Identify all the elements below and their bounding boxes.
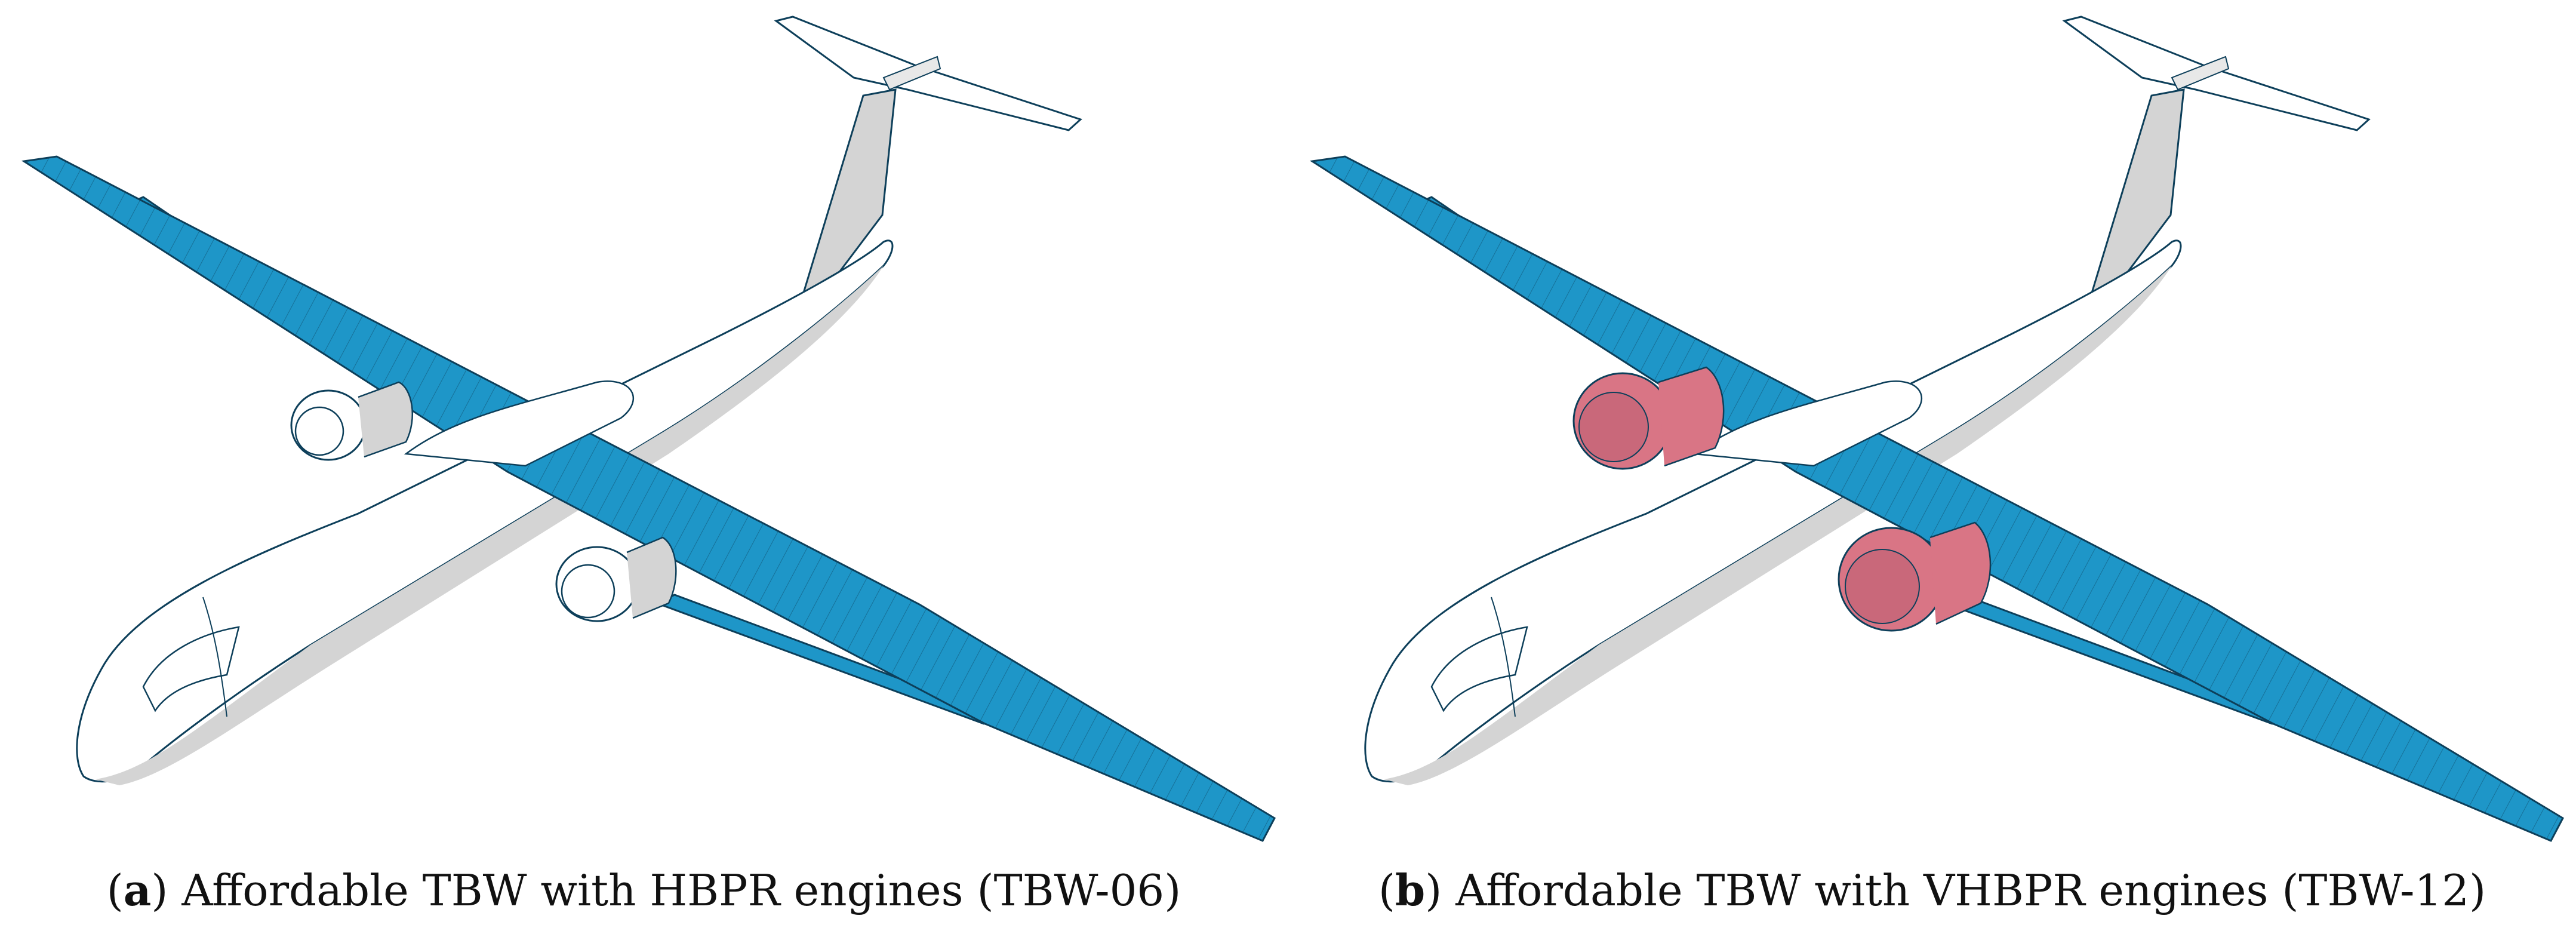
- fuselage-frame-line: [1491, 597, 1516, 717]
- engine-right: [555, 536, 677, 622]
- caption-text-a: Affordable TBW with HBPR engines (TBW-06…: [181, 865, 1181, 915]
- cockpit-window-frame: [1430, 626, 1528, 712]
- engine-right: [1838, 521, 1992, 632]
- panel-b: (b) Affordable TBW with VHBPR engines (T…: [1288, 0, 2576, 934]
- caption-text-b: Affordable TBW with VHBPR engines (TBW-1…: [1455, 865, 2486, 915]
- main-wing-ribs: [24, 156, 1275, 841]
- aircraft-tbw-12-illustration: [1309, 16, 2564, 842]
- cockpit-window-frame: [142, 626, 240, 712]
- main-wing-ribs: [1312, 156, 2563, 841]
- caption-b: (b) Affordable TBW with VHBPR engines (T…: [1378, 865, 2486, 915]
- wing-fairing: [404, 380, 634, 467]
- panel-label-b: b: [1395, 865, 1426, 915]
- caption-a: (a) Affordable TBW with HBPR engines (TB…: [106, 865, 1181, 915]
- tail-tip: [2171, 56, 2230, 91]
- engine-left: [290, 381, 414, 461]
- fuselage-frame-line: [202, 597, 227, 717]
- aircraft-tbw-06-illustration: [21, 16, 1276, 842]
- panel-label-a: a: [123, 865, 152, 915]
- fuselage: [76, 239, 894, 783]
- fuselage: [1364, 239, 2182, 783]
- tail-tip: [882, 56, 941, 91]
- panel-a: (a) Affordable TBW with HBPR engines (TB…: [21, 16, 1276, 915]
- engine-left: [1572, 366, 1725, 470]
- wing-fairing: [1692, 380, 1922, 467]
